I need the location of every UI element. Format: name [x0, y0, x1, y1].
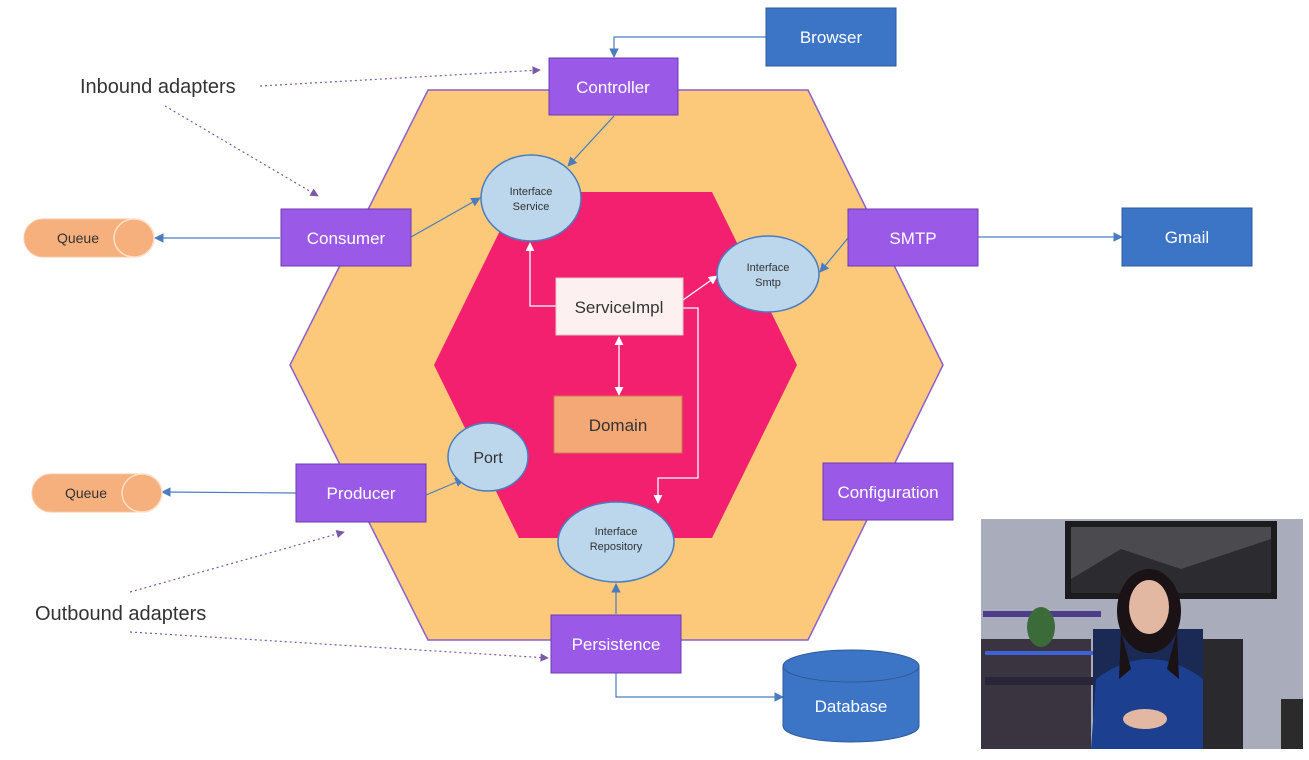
- configuration-label: Configuration: [837, 483, 938, 502]
- serviceimpl-to-service-arrow: [525, 242, 556, 307]
- serviceimpl-box: ServiceImpl: [555, 277, 684, 336]
- serviceimpl-to-repository-arrow: [653, 307, 699, 504]
- interface-smtp-ellipse: Interface Smtp: [716, 235, 820, 313]
- port-ellipse: Port: [447, 422, 529, 492]
- database-label: Database: [815, 697, 888, 716]
- queue-top: Queue: [23, 218, 155, 258]
- consumer-box: Consumer: [280, 208, 412, 267]
- queue-bottom-label: Queue: [65, 485, 107, 501]
- inbound-arrow-to-consumer: [164, 105, 319, 197]
- persistence-to-database-arrow: [615, 673, 784, 702]
- interface-smtp-line2: Smtp: [755, 277, 781, 289]
- smtp-box: SMTP: [847, 208, 979, 267]
- browser-to-controller-arrow: [609, 36, 766, 58]
- interface-repository-line2: Repository: [590, 541, 643, 553]
- producer-to-queue-arrow: [161, 487, 297, 497]
- domain-box: Domain: [553, 395, 683, 454]
- interface-service-line1: Interface: [510, 186, 553, 198]
- webcam-picture: [981, 519, 1303, 749]
- interface-service-line2: Service: [513, 201, 550, 213]
- domain-label: Domain: [589, 416, 648, 435]
- browser-label: Browser: [800, 28, 863, 47]
- persistence-label: Persistence: [572, 635, 661, 654]
- producer-to-port-arrow: [425, 477, 465, 496]
- gmail-label: Gmail: [1165, 228, 1209, 247]
- queue-bottom: Queue: [31, 473, 163, 513]
- port-label: Port: [473, 450, 503, 467]
- controller-label: Controller: [576, 78, 650, 97]
- consumer-label: Consumer: [307, 229, 386, 248]
- database-cylinder: Database: [782, 649, 920, 743]
- outbound-arrow-to-producer: [129, 529, 345, 593]
- smtp-to-interface-smtp-arrow: [819, 237, 849, 273]
- browser-box: Browser: [765, 7, 897, 67]
- gmail-box: Gmail: [1121, 207, 1253, 267]
- inbound-arrow-to-controller: [259, 66, 541, 87]
- configuration-box: Configuration: [822, 462, 954, 521]
- controller-to-service-arrow: [567, 115, 615, 167]
- interface-repository-line1: Interface: [595, 526, 638, 538]
- producer-box: Producer: [295, 463, 427, 523]
- producer-label: Producer: [327, 484, 396, 503]
- queue-top-label: Queue: [57, 230, 99, 246]
- interface-smtp-line1: Interface: [747, 262, 790, 274]
- smtp-label: SMTP: [889, 229, 936, 248]
- inbound-adapters-label: Inbound adapters: [80, 76, 236, 98]
- presenter-webcam: [981, 519, 1303, 749]
- serviceimpl-label: ServiceImpl: [575, 298, 664, 317]
- interface-service-ellipse: Interface Service: [480, 154, 582, 242]
- persistence-box: Persistence: [550, 614, 682, 674]
- outbound-adapters-label: Outbound adapters: [35, 603, 206, 625]
- serviceimpl-to-smtp-arrow: [682, 275, 718, 301]
- controller-box: Controller: [548, 57, 679, 116]
- interface-repository-ellipse: Interface Repository: [557, 501, 675, 583]
- consumer-to-service-arrow: [410, 197, 481, 238]
